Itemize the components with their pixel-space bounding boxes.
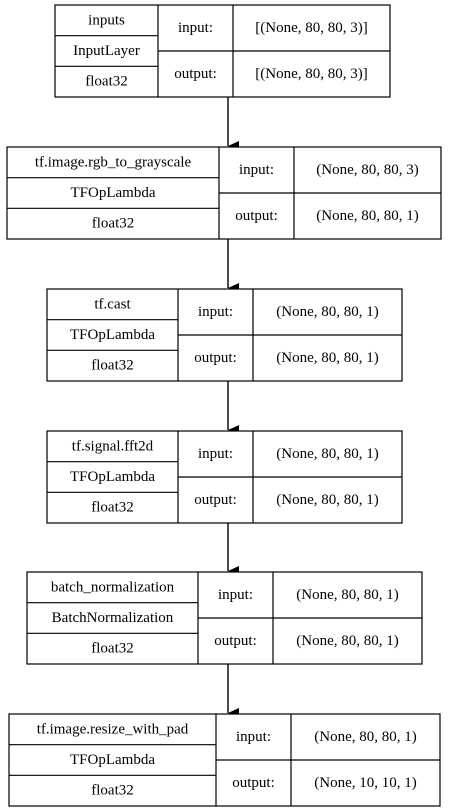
output-shape: (None, 80, 80, 1) <box>316 208 418 224</box>
layer-name: inputs <box>88 12 125 28</box>
layer-type: TFOpLambda <box>70 752 155 768</box>
layer-dtype: float32 <box>91 641 134 657</box>
layer-name: tf.signal.fft2d <box>72 438 154 454</box>
layer-name: tf.cast <box>94 296 131 312</box>
input-label: input: <box>236 729 271 745</box>
layer-dtype: float32 <box>91 783 134 799</box>
layer-name: batch_normalization <box>51 579 175 595</box>
output-shape: (None, 80, 80, 1) <box>296 633 398 649</box>
input-label: input: <box>239 162 274 178</box>
layer-type: TFOpLambda <box>70 469 155 485</box>
input-shape: (None, 80, 80, 1) <box>296 587 398 603</box>
output-label: output: <box>235 208 278 224</box>
layer-dtype: float32 <box>91 500 134 516</box>
input-label: input: <box>198 446 233 462</box>
layer-type: BatchNormalization <box>52 610 174 626</box>
input-shape: (None, 80, 80, 3) <box>316 162 418 178</box>
input-shape: (None, 80, 80, 1) <box>276 304 378 320</box>
layer-name: tf.image.resize_with_pad <box>37 721 189 737</box>
output-shape: (None, 80, 80, 1) <box>276 350 378 366</box>
layer-dtype: float32 <box>91 358 134 374</box>
input-label: input: <box>178 20 213 36</box>
layer-type: InputLayer <box>73 43 140 59</box>
input-shape: (None, 80, 80, 1) <box>314 729 416 745</box>
layer-dtype: float32 <box>92 216 135 232</box>
input-shape: [(None, 80, 80, 3)] <box>255 20 367 36</box>
input-label: input: <box>198 304 233 320</box>
input-shape: (None, 80, 80, 1) <box>276 446 378 462</box>
layer-name: tf.image.rgb_to_grayscale <box>35 154 192 170</box>
input-label: input: <box>218 587 253 603</box>
output-shape: (None, 10, 10, 1) <box>314 775 416 791</box>
layer-dtype: float32 <box>85 74 128 90</box>
output-label: output: <box>194 350 237 366</box>
output-label: output: <box>174 66 217 82</box>
output-label: output: <box>194 492 237 508</box>
output-label: output: <box>214 633 257 649</box>
layer-type: TFOpLambda <box>70 327 155 343</box>
output-shape: (None, 80, 80, 1) <box>276 492 378 508</box>
layer-type: TFOpLambda <box>71 185 156 201</box>
output-label: output: <box>232 775 275 791</box>
output-shape: [(None, 80, 80, 3)] <box>255 66 367 82</box>
